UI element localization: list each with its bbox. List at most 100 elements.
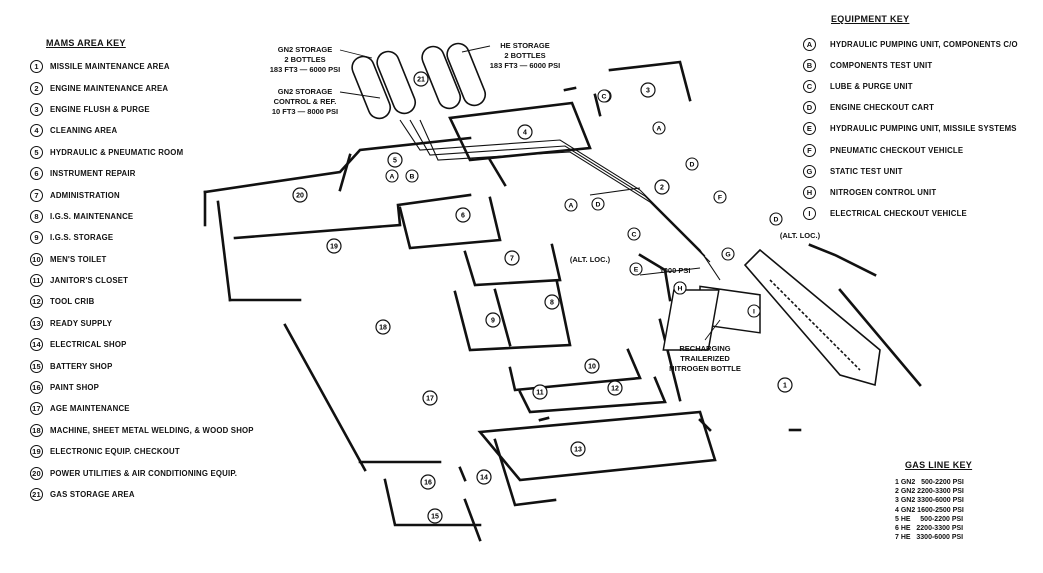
equipment-letter-badge: F [803,143,816,157]
he-storage-callout-1: HE STORAGE [500,41,549,50]
area-number-badge: 8 [30,209,43,223]
equipment-marker-label: B [410,174,415,181]
area-marker: 3 [640,82,656,98]
equipment-key-label: HYDRAULIC PUMPING UNIT, MISSILE SYSTEMS [830,124,1017,134]
area-marker-label: 14 [480,475,488,482]
area-marker-circle [640,82,656,98]
equipment-marker-label: D [596,202,601,209]
equipment-marker-label: D [690,162,695,169]
area-marker-label: 1 [783,383,787,390]
room-7-outline [463,243,562,287]
area-number-badge: 15 [30,359,43,373]
area-marker-label: 16 [424,480,432,487]
equipment-marker-label: F [718,195,722,202]
area-marker-label: 13 [574,447,582,454]
equipment-marker-circle [405,169,419,183]
leader-recharging [704,319,721,341]
area-key-label: AGE MAINTENANCE [50,404,130,414]
gas-line-key-item: 5 HE 500-2200 PSI [895,515,964,523]
area-marker: 17 [422,390,438,406]
area-marker-circle [570,441,586,457]
gn2-storage-callout-2: 2 BOTTLES [284,55,325,64]
equipment-marker: I [747,304,761,318]
gn2-bottle-2 [376,50,417,115]
area-key-label: POWER UTILITIES & AIR CONDITIONING EQUIP… [50,468,238,478]
equipment-marker-circle [629,262,643,276]
area-key-label: CLEANING AREA [50,126,118,136]
area-marker-circle [544,294,560,310]
gas-line-3 [419,119,711,263]
area-number-badge: 19 [30,445,43,459]
area-marker-label: 8 [550,300,554,307]
area-marker: 19 [326,238,342,254]
wall-14-west [458,466,467,482]
area-number-badge: 11 [30,274,43,288]
recharging-callout-3: NITROGEN BOTTLE [669,364,741,373]
gn2-control-callout-1: GN2 STORAGE [278,87,332,96]
equipment-key-label: HYDRAULIC PUMPING UNIT, COMPONENTS C/O [830,40,1018,50]
recharging-callout-1: RECHARGING [679,344,730,353]
area-marker: 13 [570,441,586,457]
area-key-label: ELECTRICAL SHOP [50,340,127,350]
area-marker-circle [413,71,429,87]
area-key-label: MISSILE MAINTENANCE AREA [50,62,170,72]
equipment-marker: F [713,190,727,204]
equipment-marker: D [769,212,783,226]
wall-west-18 [283,323,367,472]
area-key-label: JANITOR'S CLOSET [50,276,129,286]
equipment-marker: E [629,262,643,276]
area-marker: 9 [485,312,501,328]
alt-loc-callout-left: (ALT. LOC.) [570,255,611,264]
area-marker-label: 10 [588,364,596,371]
equipment-marker-label: A [657,126,662,133]
area-number-badge: 14 [30,338,43,352]
area-number-badge: 5 [30,145,43,159]
area-number-badge: 3 [30,102,43,116]
area-marker-circle [654,179,670,195]
equipment-marker-circle [721,247,735,261]
room-4-outline [448,101,592,162]
equipment-marker-circle [747,304,761,318]
equipment-letter-badge: B [803,59,816,73]
area-key-label: HYDRAULIC & PNEUMATIC ROOM [50,147,184,157]
area-marker: 20 [292,187,308,203]
area-marker: 14 [476,469,492,485]
equipment-marker-label: H [678,286,683,293]
equipment-letter-badge: D [803,101,816,115]
equipment-key-label: ENGINE CHECKOUT CART [830,103,935,113]
equipment-marker: A [564,198,578,212]
equipment-marker: C [597,89,611,103]
wall-1-north [808,243,877,277]
area-marker-circle [422,390,438,406]
area-marker-circle [607,380,623,396]
gas-line-key-item: 6 HE 2200-3300 PSI [895,525,964,533]
area-marker-circle [455,207,471,223]
callout-texts: GN2 STORAGE 2 BOTTLES 183 FT3 — 6000 PSI… [270,41,821,373]
area-marker-circle [532,384,548,400]
equipment-letter-badge: C [803,80,816,94]
gas-line-main [399,119,721,281]
equipment-key-label: PNEUMATIC CHECKOUT VEHICLE [830,145,964,155]
wall-1-east [838,288,922,387]
area-marker: 12 [607,380,623,396]
equipment-marker: B [405,169,419,183]
equipment-marker-label: A [390,174,395,181]
area-number-badge: 17 [30,402,43,416]
area-marker-circle [777,377,793,393]
area-marker-circle [375,319,391,335]
equipment-marker: A [652,121,666,135]
area-marker: 10 [584,358,600,374]
equipment-marker: D [591,197,605,211]
area-key-label: ELECTRONIC EQUIP. CHECKOUT [50,447,180,457]
area-key-label: MACHINE, SHEET METAL WELDING, & WOOD SHO… [50,425,254,435]
area-marker: 21 [413,71,429,87]
